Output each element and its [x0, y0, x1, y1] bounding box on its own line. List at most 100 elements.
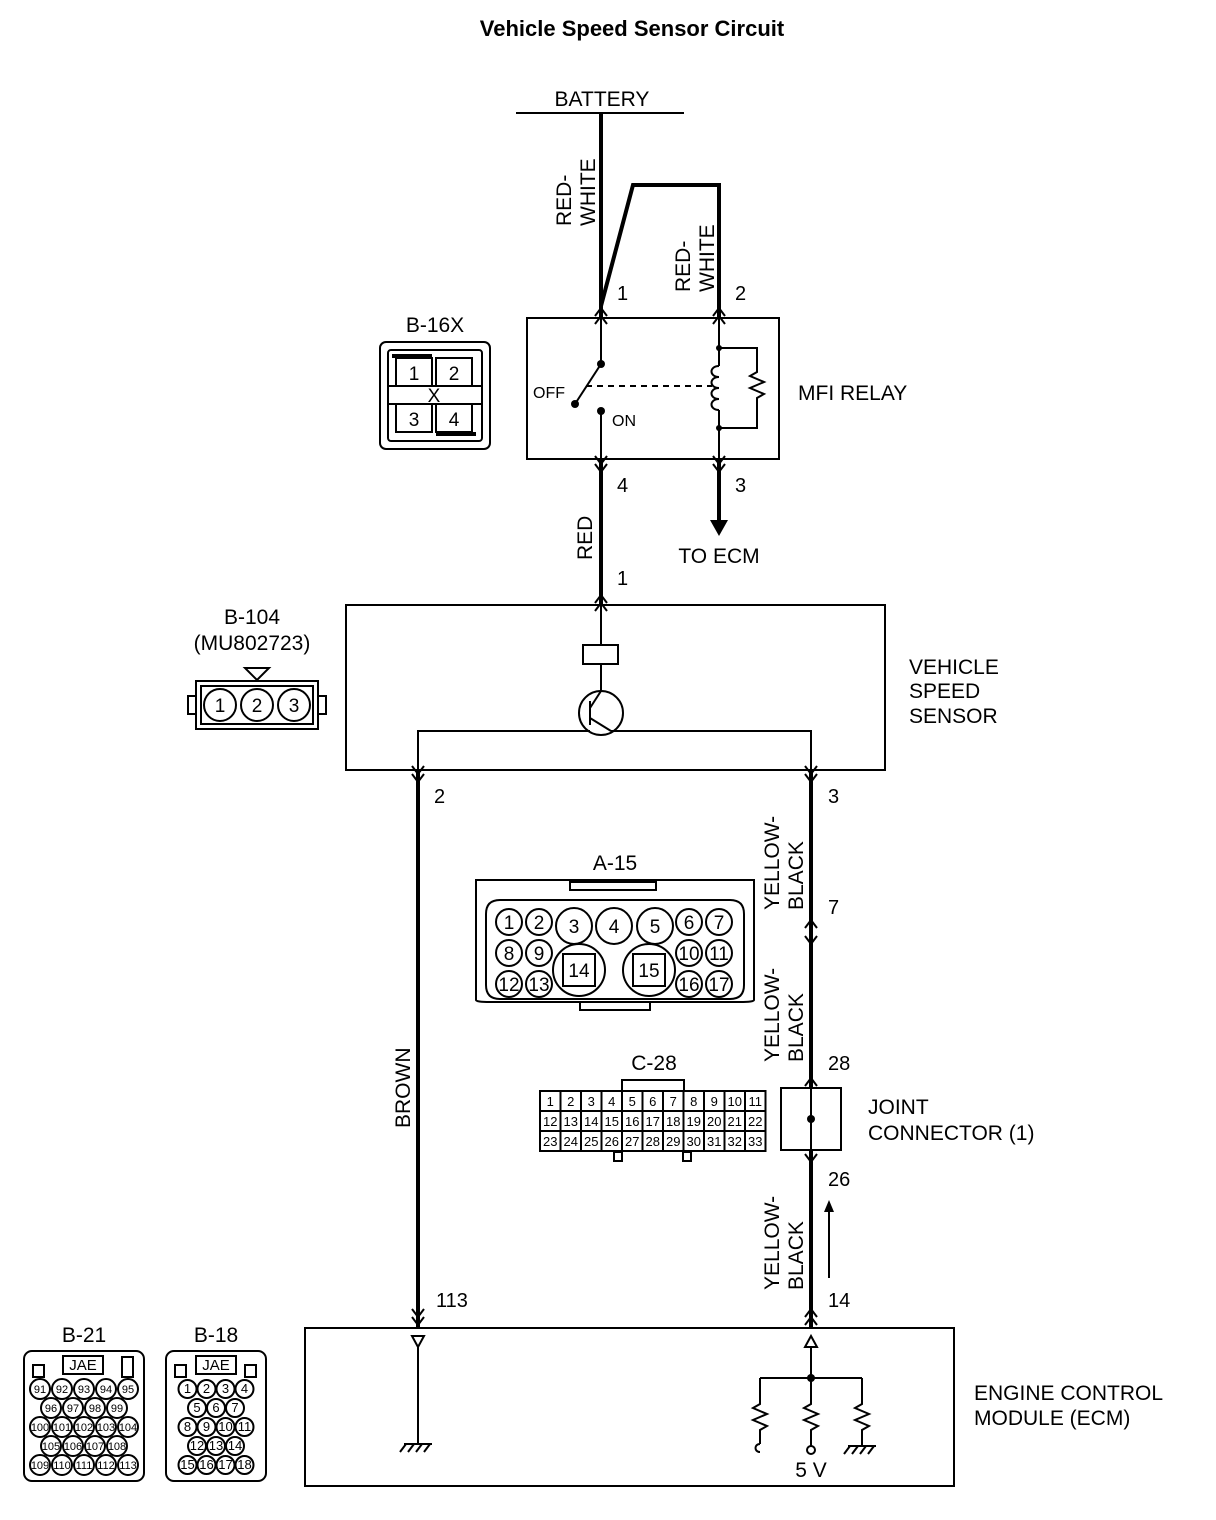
c28-pin-17: 17 [646, 1114, 660, 1129]
c28-pin-20: 20 [707, 1114, 721, 1129]
mfi-relay-label: MFI RELAY [798, 382, 907, 405]
b21-pin-103: 103 [97, 1422, 115, 1434]
b104-pin-1: 1 [215, 696, 226, 717]
b18-pin-9: 9 [203, 1419, 210, 1434]
a15-pin-7-cell [705, 908, 733, 936]
wire-color-yb3b: BLACK [785, 1221, 808, 1290]
ecm-terminal-113-icon [410, 1335, 426, 1350]
a15-pin-14: 14 [568, 961, 590, 982]
b16x-mid-band [387, 385, 483, 405]
to-ecm-arrow-icon [710, 520, 728, 536]
b21-cell-106 [62, 1435, 84, 1457]
ecm-label-line2: MODULE (ECM) [974, 1407, 1130, 1430]
mfi-relay-box [526, 317, 780, 460]
b18-pin-8: 8 [184, 1419, 191, 1434]
ecm-signal-sink-icon [754, 1443, 761, 1453]
ecm-pin-113-chevron [411, 1308, 425, 1319]
b18-pin-2: 2 [203, 1381, 210, 1396]
relay-switch-pivot [571, 400, 579, 408]
joint-pin-28-chevron [804, 1076, 818, 1087]
c28-pin-9: 9 [711, 1094, 718, 1109]
b21-pin-107: 107 [86, 1441, 104, 1453]
b18-pin-17: 17 [218, 1457, 232, 1472]
c28-pin-15: 15 [605, 1114, 619, 1129]
relay-off-label: OFF [533, 385, 565, 402]
c28-bottom-tab-right [682, 1151, 692, 1162]
relay-pin-1-chevron [594, 306, 608, 317]
c28-pin-2: 2 [567, 1094, 574, 1109]
a15-pin-16-cell [675, 970, 703, 998]
b18-latch-left [174, 1364, 187, 1378]
b21-cell-102 [73, 1416, 95, 1438]
a15-pin-9: 9 [534, 944, 545, 965]
b16x-x-mark: X [428, 386, 441, 407]
joint-connector-label-line1: JOINT [868, 1096, 929, 1119]
b18-latch-right [244, 1364, 257, 1378]
b104-latch-left [187, 695, 197, 715]
a15-pin-10: 10 [678, 944, 699, 965]
a15-pin-11: 11 [709, 944, 729, 965]
ecm-pin-14-chevron [804, 1307, 818, 1318]
a15-pin-4: 4 [609, 917, 620, 938]
b21-cell-104 [117, 1416, 139, 1438]
b21-cell-113 [117, 1454, 139, 1476]
c28-pin-33: 33 [748, 1134, 762, 1149]
ecm-resistor-right-icon [852, 1378, 872, 1446]
b21-cell-92 [51, 1378, 73, 1400]
b21-cell-112 [95, 1454, 117, 1476]
vss-transistor-icon [578, 690, 624, 736]
vss-label-line1: VEHICLE [909, 656, 999, 679]
a15-pin-10-cell [675, 939, 703, 967]
vss-label-line2: SPEED [909, 680, 980, 703]
b21-pin-99: 99 [111, 1403, 123, 1415]
b21-pin-93: 93 [78, 1384, 90, 1396]
wire-color-yb3a: YELLOW- [761, 1196, 784, 1290]
c28-pin-25: 25 [584, 1134, 598, 1149]
a15-latch [569, 881, 657, 891]
a15-pin-7-chevron-2 [804, 935, 818, 946]
b21-pin-113: 113 [119, 1460, 137, 1472]
relay-pin-2: 2 [735, 283, 746, 305]
relay-pin-4: 4 [617, 475, 628, 497]
b21-pin-94: 94 [100, 1384, 112, 1396]
vss-pin-1: 1 [617, 568, 628, 590]
b21-pin-106: 106 [64, 1441, 82, 1453]
joint-connector-node [807, 1115, 815, 1123]
wire-color-red-white-2b: WHITE [696, 224, 719, 292]
ecm-box [304, 1327, 955, 1487]
b21-pin-101: 101 [53, 1422, 71, 1434]
vss-pin-3: 3 [828, 786, 839, 808]
b104-key-triangle-icon [242, 667, 272, 682]
wire-color-yb1b: BLACK [785, 841, 808, 910]
a15-pin-7: 7 [714, 913, 725, 934]
vehicle-speed-sensor-box [345, 604, 886, 771]
b21-cell-107 [84, 1435, 106, 1457]
a15-pin-15: 15 [638, 961, 659, 982]
b18-pin-11: 11 [238, 1419, 252, 1434]
c28-pin-4: 4 [608, 1094, 615, 1109]
vss-output-wire-left [417, 730, 590, 770]
b18-cell-14 [225, 1436, 245, 1456]
b18-cell-18 [234, 1455, 255, 1475]
a15-connector-outer [475, 879, 755, 1003]
b104-cell-2 [240, 688, 274, 722]
wire-color-yb2a: YELLOW- [761, 968, 784, 1062]
relay-pin-1: 1 [617, 283, 628, 305]
c28-pin-22: 22 [748, 1114, 762, 1129]
c28-pin-32: 32 [728, 1134, 742, 1149]
wire-color-brown: BROWN [392, 1048, 415, 1129]
ecm-5v-terminal-icon [806, 1445, 816, 1455]
b104-inner [200, 685, 314, 725]
b21-maker-box [62, 1355, 104, 1375]
c28-name: C-28 [631, 1052, 677, 1075]
vss-transistor-emitter [589, 717, 612, 732]
relay-coil-feed-wire [599, 183, 721, 318]
b21-pin-96: 96 [45, 1403, 57, 1415]
b18-pin-7: 7 [231, 1400, 238, 1415]
b18-pin-5: 5 [193, 1400, 200, 1415]
b21-pin-100: 100 [31, 1422, 49, 1434]
ecm-ground-icon-right [843, 1445, 876, 1455]
